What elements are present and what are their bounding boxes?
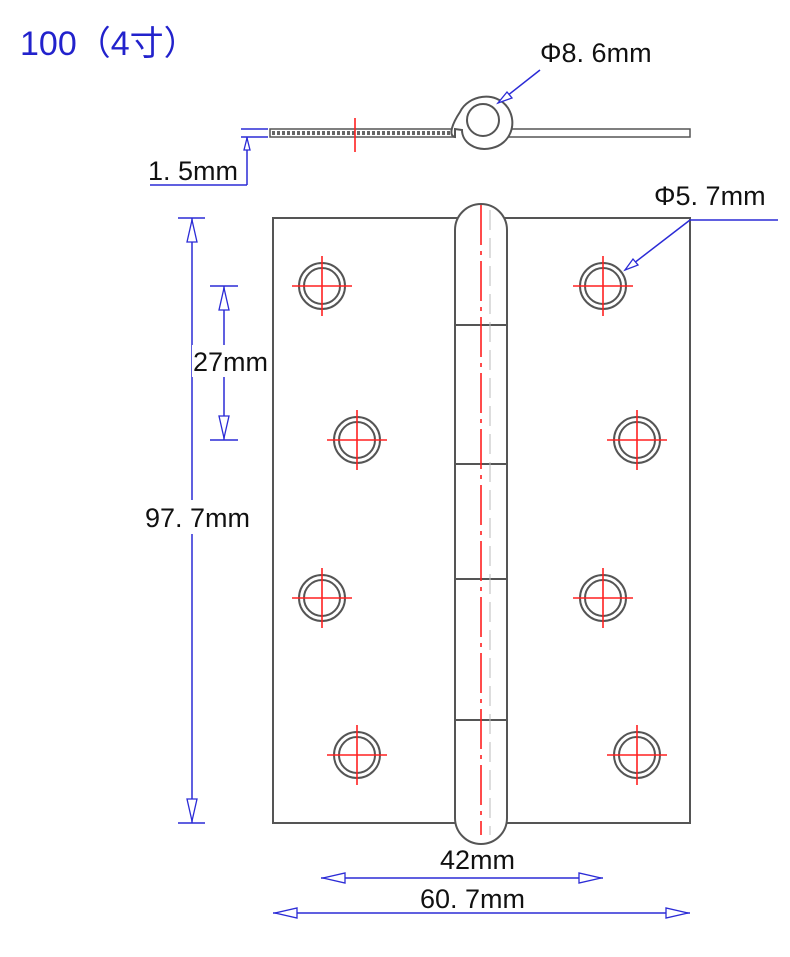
hole-spacing-arrowhead-bottom — [218, 415, 230, 439]
side-view-knuckle — [450, 95, 514, 150]
width-arrowhead-left — [274, 907, 298, 919]
drawing-title: 100（4寸） — [20, 25, 198, 63]
screw-hole — [327, 410, 387, 470]
height-dimension: 97. 7mm — [142, 217, 254, 824]
pin-diameter-callout: Φ8. 6mm — [496, 38, 652, 105]
screw-hole — [327, 725, 387, 785]
side-view-pin-circle — [466, 103, 500, 137]
screw-hole — [292, 568, 352, 628]
hole-spacing-label-bg — [192, 345, 268, 377]
side-view-right-leaf — [504, 128, 691, 138]
hole-span-dimension: 42mm — [321, 845, 603, 884]
screw-hole — [573, 256, 633, 316]
pin-diameter-label: Φ8. 6mm — [540, 38, 652, 68]
hinge-side-view — [269, 95, 691, 152]
thickness-label: 1. 5mm — [148, 156, 238, 186]
screw-holes — [292, 256, 667, 785]
screw-hole — [292, 256, 352, 316]
width-arrowhead-right — [665, 907, 689, 919]
hole-spacing-dimension: 27mm — [192, 285, 268, 441]
screw-hole — [607, 410, 667, 470]
hole-spacing-arrowhead-top — [218, 287, 230, 311]
hole-diameter-callout: Φ5. 7mm — [623, 181, 778, 272]
width-label: 60. 7mm — [420, 884, 525, 914]
hole-span-label: 42mm — [440, 845, 515, 875]
thickness-arrowhead — [243, 137, 251, 151]
hole-diameter-label: Φ5. 7mm — [654, 181, 766, 211]
hole-diameter-arrowhead — [623, 257, 640, 272]
screw-hole — [573, 568, 633, 628]
hinge-front-view — [272, 203, 691, 845]
height-arrowhead-bottom — [186, 798, 198, 822]
height-label-bg — [142, 500, 254, 534]
width-dimension: 60. 7mm — [273, 884, 690, 919]
hole-spacing-label: 27mm — [193, 347, 268, 377]
height-label: 97. 7mm — [145, 503, 250, 533]
pin-diameter-arrowhead — [496, 90, 514, 105]
height-arrowhead-top — [186, 219, 198, 243]
screw-hole — [607, 725, 667, 785]
hole-span-arrowhead-left — [322, 872, 346, 884]
thickness-callout: 1. 5mm — [148, 128, 268, 186]
hole-span-arrowhead-right — [578, 872, 602, 884]
